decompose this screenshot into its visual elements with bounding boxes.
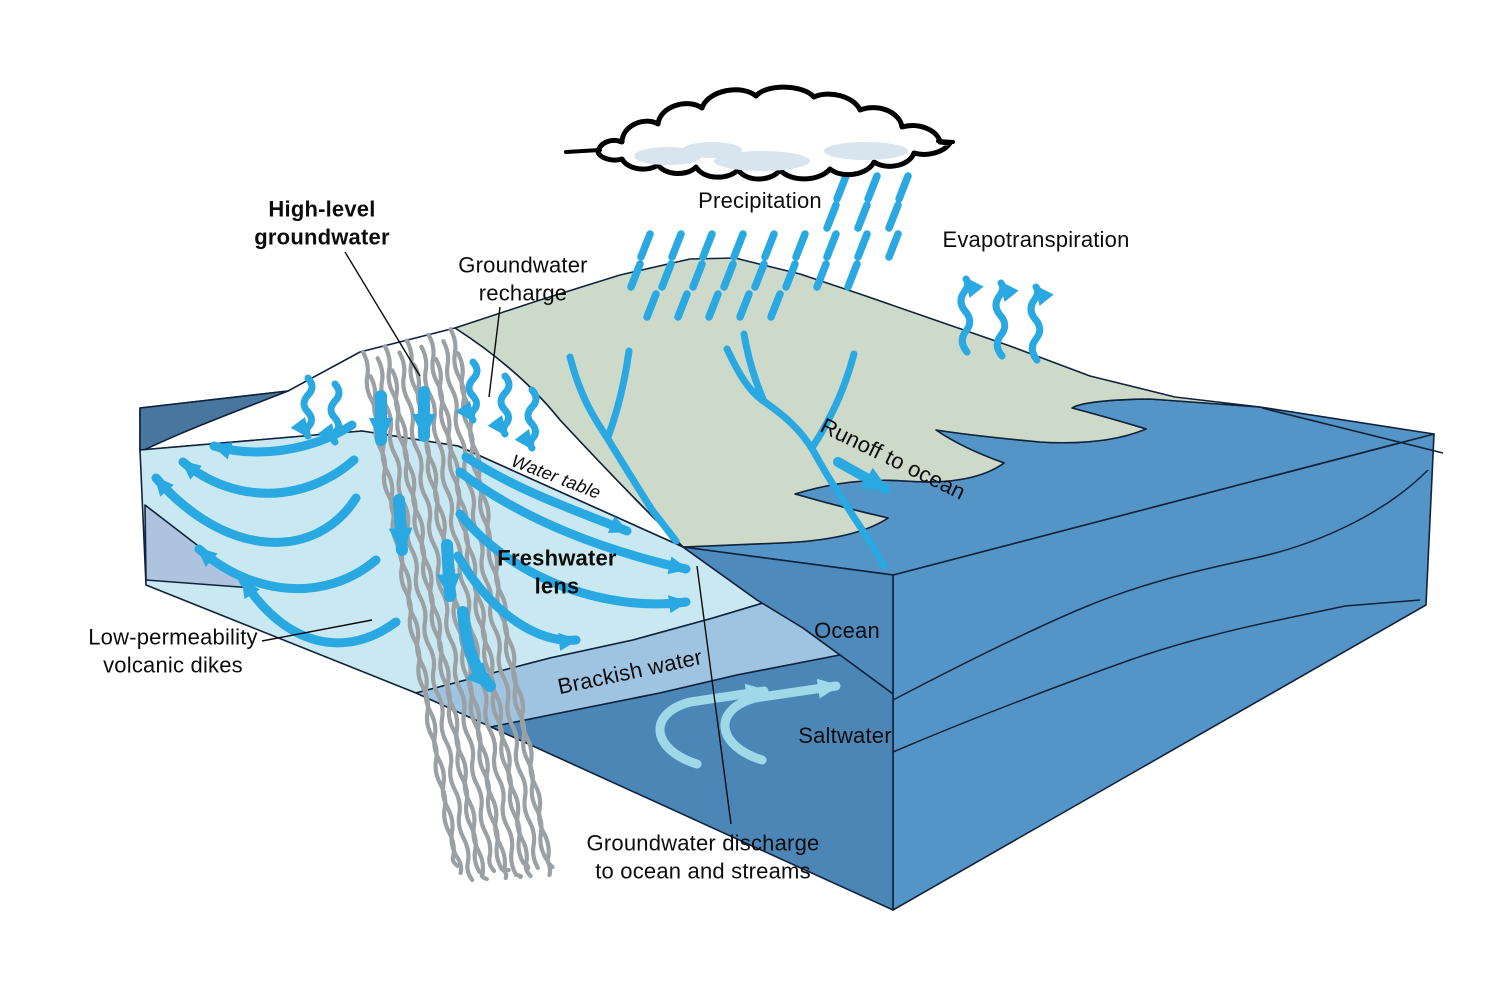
groundwater-recharge-label: Groundwater recharge <box>458 252 588 305</box>
high-level-groundwater-label: High-level groundwater <box>254 196 390 249</box>
low-permeability-dikes-label: Low-permeability volcanic dikes <box>88 624 258 677</box>
evapotranspiration-label: Evapotranspiration <box>942 227 1130 253</box>
dike-line <box>426 332 531 872</box>
block-back-edge <box>1261 407 1444 454</box>
precipitation-label: Precipitation <box>698 188 822 214</box>
runoff-arrow <box>833 457 891 494</box>
groundwater-discharge-label: Groundwater discharge to ocean and strea… <box>586 830 820 883</box>
stream-lines <box>566 330 888 570</box>
saltwater-label: Saltwater <box>798 723 892 749</box>
background-ocean-triangle <box>139 390 289 453</box>
cloud-icon <box>564 84 955 182</box>
seafloor-contour-line <box>892 469 1429 701</box>
dike-line <box>397 350 497 874</box>
seafloor-contour-line <box>892 599 1421 753</box>
lens-flow-arrows <box>453 452 691 651</box>
ocean-label: Ocean <box>814 618 880 644</box>
saltwater-zone <box>490 654 894 911</box>
dike-line <box>390 368 489 882</box>
saltwater-flow-arrows <box>655 678 841 769</box>
leader-lines <box>261 251 732 825</box>
dike-line <box>368 374 464 876</box>
dike-line <box>433 356 533 879</box>
dike-recharge-arrows <box>369 386 496 692</box>
freshwater-lens-label: Freshwater lens <box>497 545 617 598</box>
high-level-flow-arrows <box>151 420 401 648</box>
dike-line <box>375 356 475 883</box>
